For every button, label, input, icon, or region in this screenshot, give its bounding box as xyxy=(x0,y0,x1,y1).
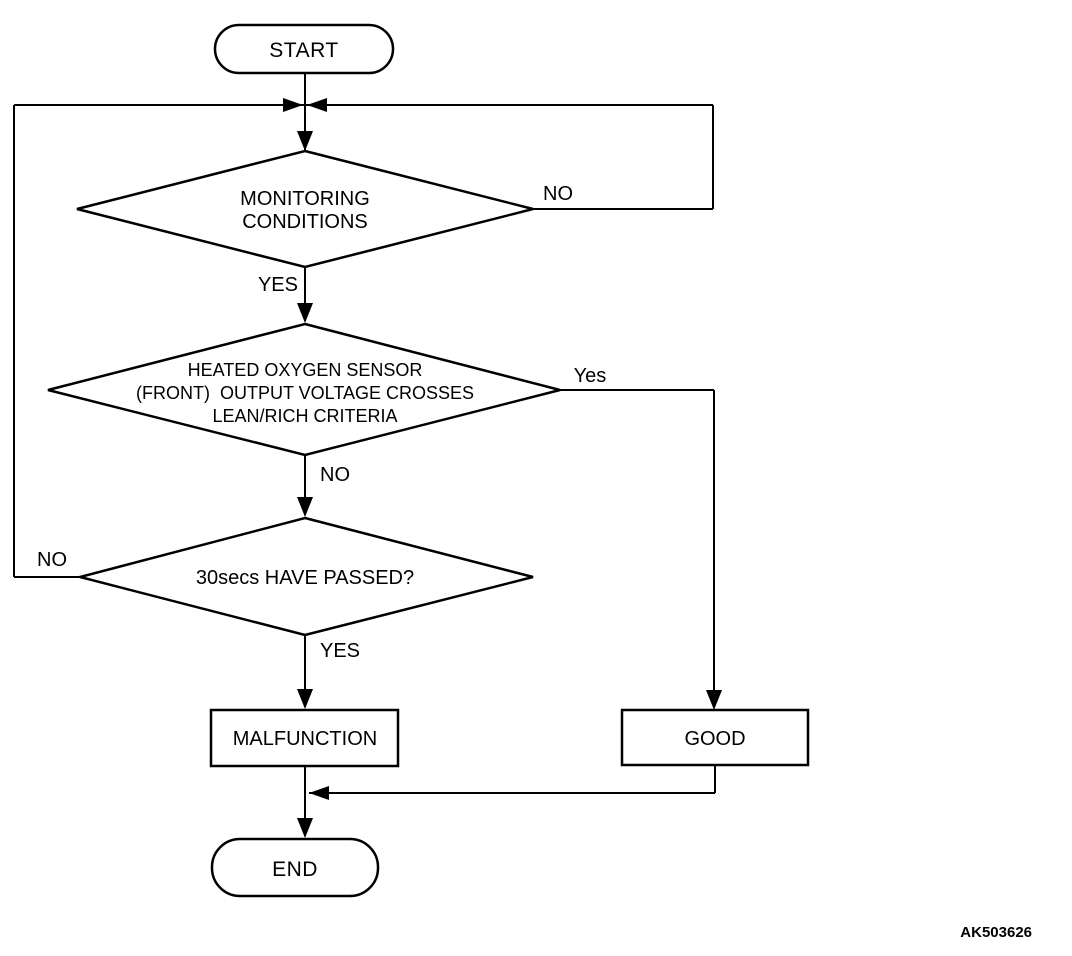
arrowhead-into-malfunction xyxy=(297,689,313,709)
process-good xyxy=(620,708,810,767)
end-label: END xyxy=(272,858,318,881)
label-monitoring-yes: YES xyxy=(258,274,298,296)
arrowhead-into-end xyxy=(297,818,313,838)
passed-label: 30secs HAVE PASSED? xyxy=(196,567,414,589)
oxygen-label-line1: HEATED OXYGEN SENSOR xyxy=(188,360,423,380)
label-passed-no: NO xyxy=(37,549,67,571)
oxygen-label-line2: (FRONT) OUTPUT VOLTAGE CROSSES xyxy=(136,383,474,403)
arrowhead-right-loop-into-junction xyxy=(307,98,327,112)
decision-monitoring-conditions xyxy=(76,149,534,269)
start-label: START xyxy=(269,39,338,62)
start-terminator xyxy=(213,23,395,75)
good-label: GOOD xyxy=(684,728,745,750)
label-oxygen-no: NO xyxy=(320,464,350,486)
process-malfunction xyxy=(209,708,400,768)
arrowhead-into-passed xyxy=(297,497,313,517)
oxygen-label-line3: LEAN/RICH CRITERIA xyxy=(212,406,397,426)
arrowhead-into-good xyxy=(706,690,722,710)
label-passed-yes: YES xyxy=(320,640,360,662)
label-monitoring-no: NO xyxy=(543,183,573,205)
arrowhead-into-oxygen xyxy=(297,303,313,323)
label-oxygen-yes: Yes xyxy=(574,365,607,387)
arrowhead-left-loop-into-junction xyxy=(283,98,303,112)
monitoring-label-line2: CONDITIONS xyxy=(242,211,368,233)
malfunction-label: MALFUNCTION xyxy=(233,728,377,750)
decision-oxygen-sensor xyxy=(47,322,561,457)
arrowhead-into-monitoring xyxy=(297,131,313,151)
monitoring-label-line1: MONITORING xyxy=(240,188,370,210)
end-terminator xyxy=(210,837,380,898)
arrowhead-good-join xyxy=(309,786,329,800)
decision-30secs-passed xyxy=(75,516,534,637)
figure-code: AK503626 xyxy=(960,924,1032,941)
